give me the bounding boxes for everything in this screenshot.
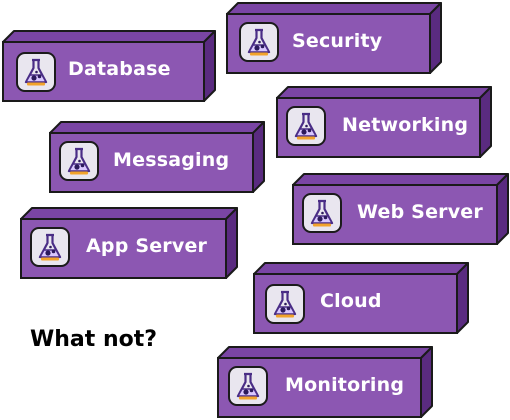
- block-monitoring: Monitoring: [217, 346, 433, 418]
- block-label: Monitoring: [285, 374, 405, 396]
- tagline-text: What not?: [30, 327, 158, 352]
- lab-flask-icon: [286, 106, 326, 146]
- block-cloud: Cloud: [253, 262, 469, 334]
- block-label: Database: [68, 58, 171, 80]
- block-networking: Networking: [276, 86, 492, 158]
- block-label: Web Server: [357, 201, 483, 223]
- lab-flask-icon: [302, 193, 342, 233]
- lab-flask-icon: [228, 366, 268, 406]
- lab-flask-icon: [265, 284, 305, 324]
- block-label: Networking: [342, 114, 469, 136]
- block-web-server: Web Server: [292, 173, 509, 245]
- lab-flask-icon: [16, 52, 56, 92]
- block-messaging: Messaging: [49, 121, 265, 193]
- block-security: Security: [226, 2, 442, 74]
- block-app-server: App Server: [20, 207, 238, 279]
- block-label: Security: [292, 30, 383, 52]
- lab-flask-icon: [59, 141, 99, 181]
- block-label: App Server: [86, 235, 208, 257]
- lab-flask-icon: [239, 22, 279, 62]
- block-database: Database: [2, 30, 216, 102]
- block-label: Messaging: [113, 149, 230, 171]
- block-label: Cloud: [320, 290, 382, 312]
- lab-flask-icon: [30, 227, 70, 267]
